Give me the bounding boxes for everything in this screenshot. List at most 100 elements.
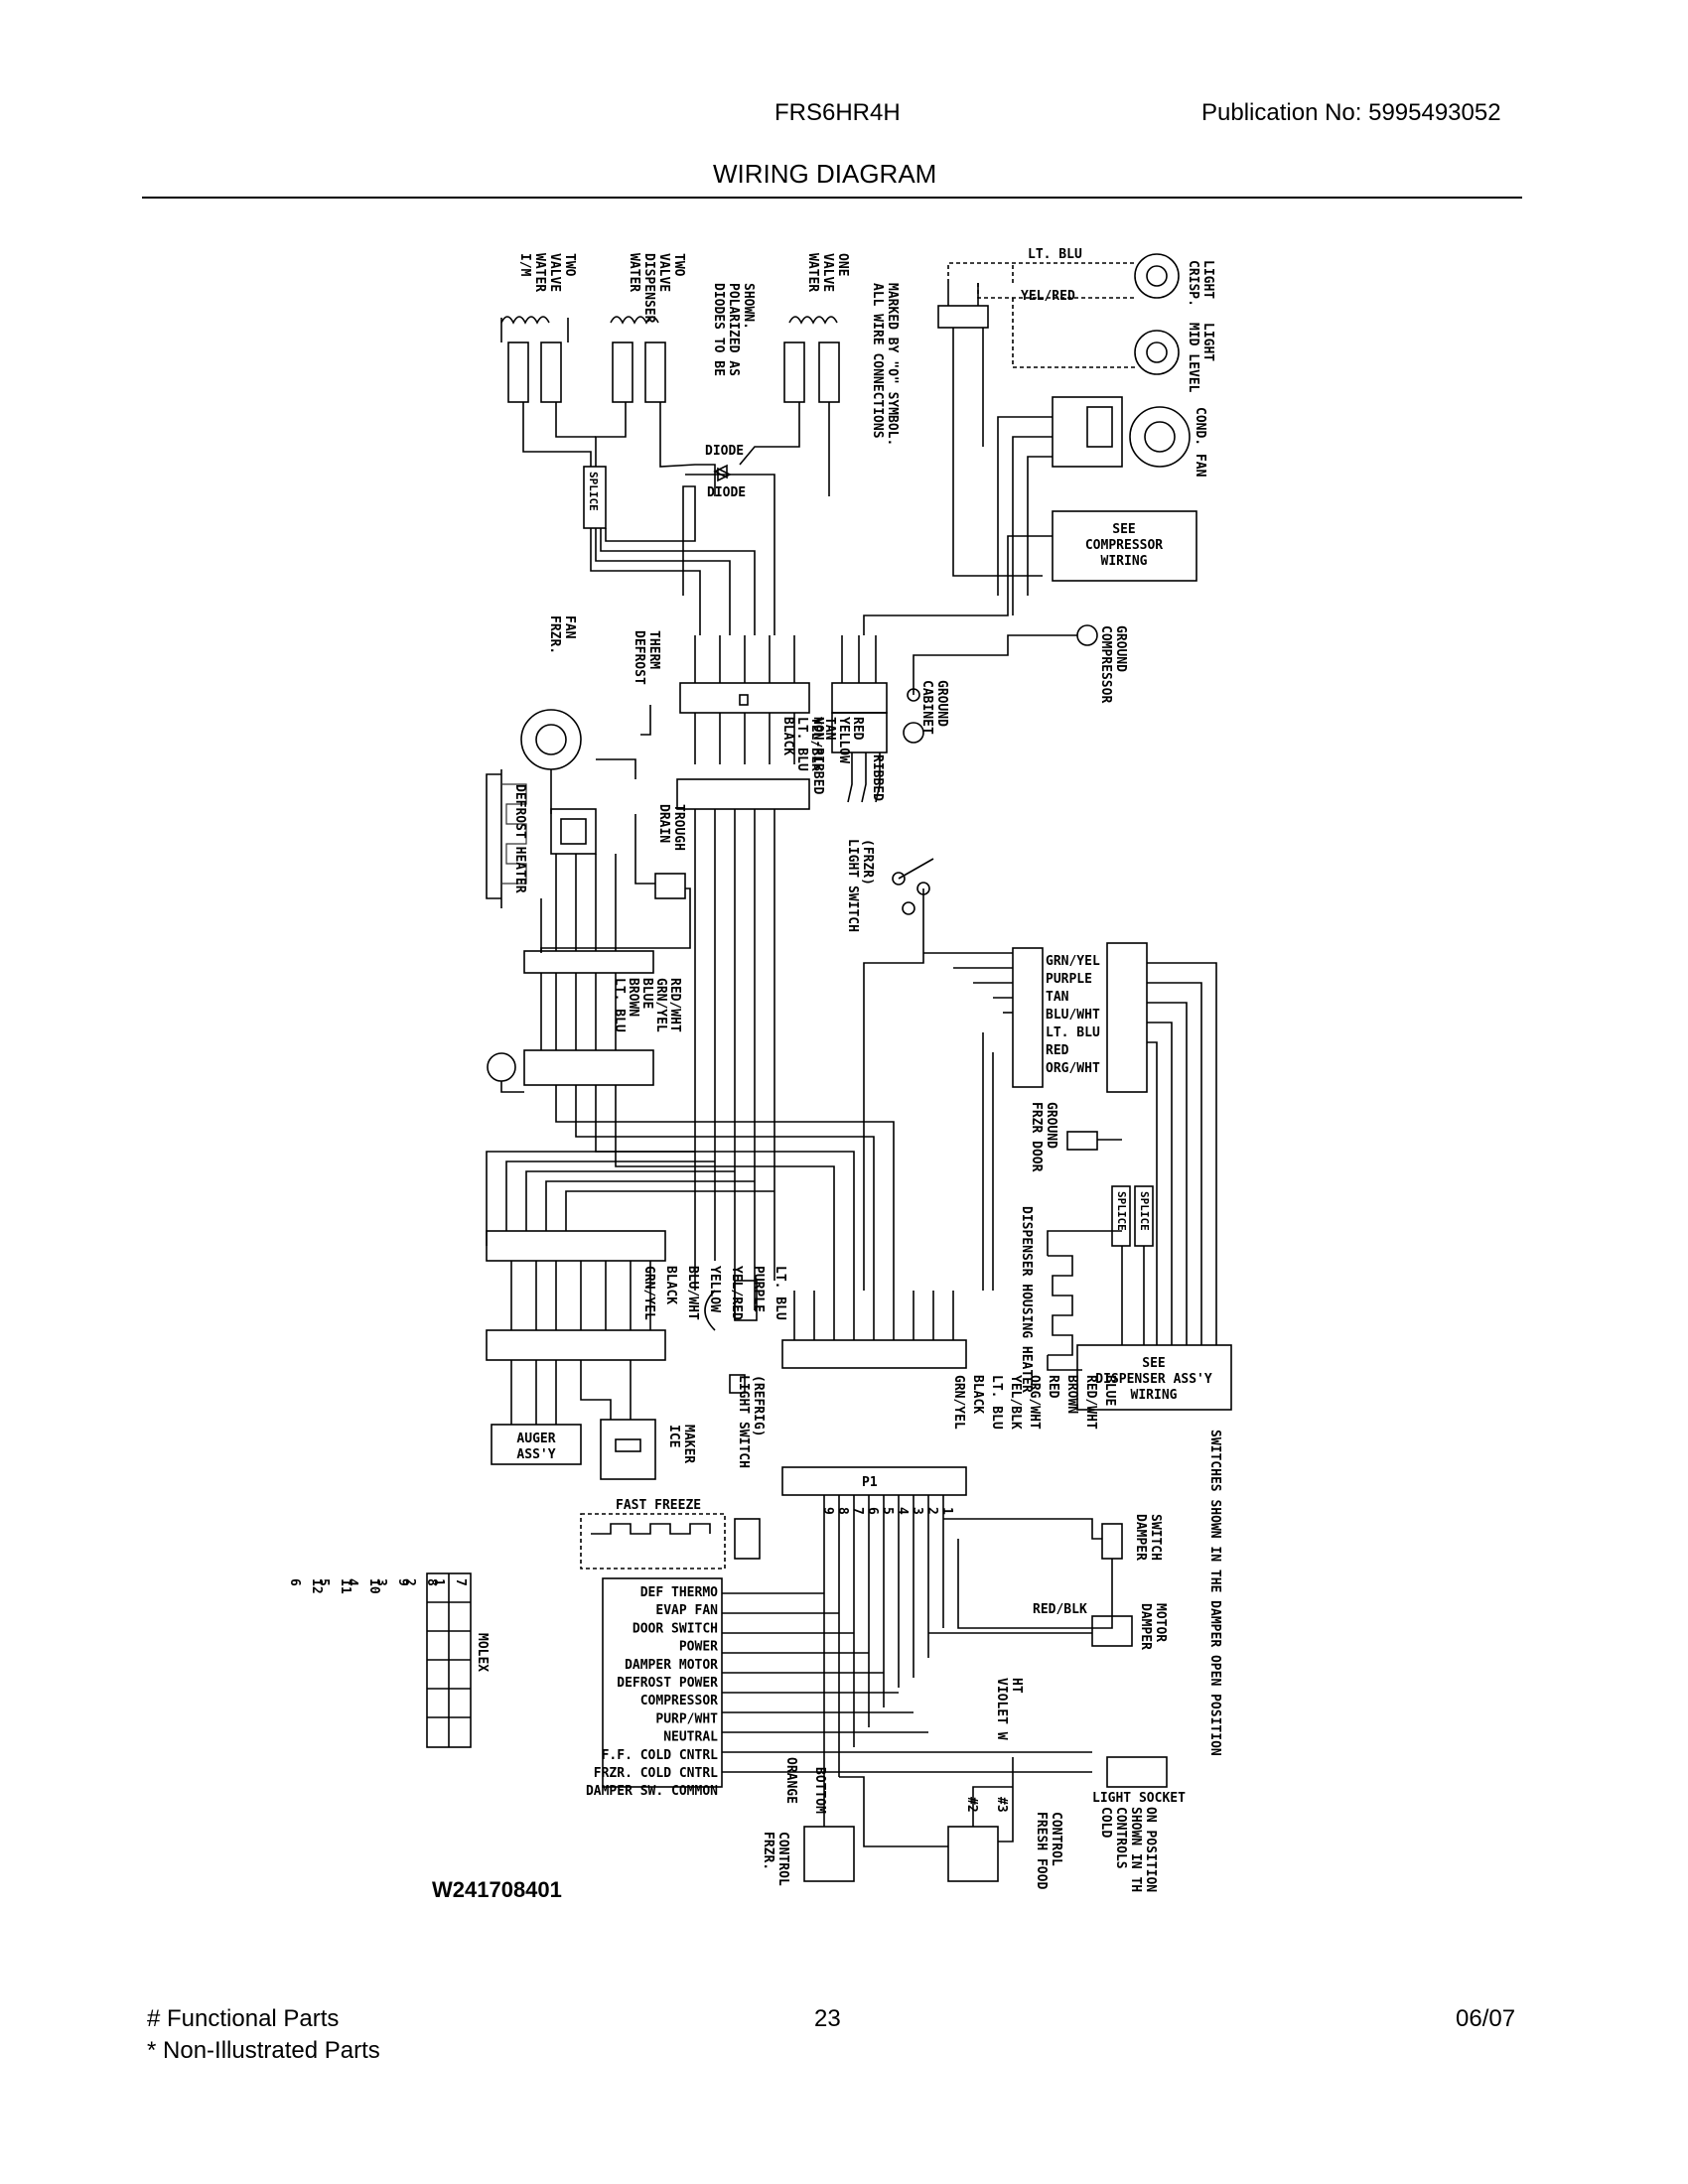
molex-bottom-pins-line: 4 xyxy=(345,1578,359,1586)
connector-block-2 xyxy=(831,682,888,714)
p1-pins-line: 7 xyxy=(850,1507,865,1515)
molex-bottom-pins-line: 3 xyxy=(373,1578,388,1586)
harness1-colors-line: YELLOW xyxy=(836,717,851,763)
harness2-colors-line: LT. BLU xyxy=(612,978,627,1032)
control-terminals-line: DEFROST POWER xyxy=(617,1676,718,1691)
drain-trough-label-line: TROUGH xyxy=(671,804,686,851)
see-dispenser-label-line: WIRING xyxy=(1131,1388,1178,1403)
harness2-colors-line: BLUE xyxy=(639,978,654,1009)
page-title: WIRING DIAGRAM xyxy=(713,159,937,189)
harness3-colors-line: BLACK xyxy=(663,1266,678,1304)
molex-bottom-pins-line: 1 xyxy=(431,1578,446,1586)
control-terminals-line: NEUTRAL xyxy=(663,1730,718,1745)
cabinet-ground-label: CABINETGROUND xyxy=(919,680,949,735)
footer-non-illustrated-parts: * Non-Illustrated Parts xyxy=(147,2037,380,2064)
door-connector-right xyxy=(1106,942,1148,1093)
im-valve-label-line: VALVE xyxy=(547,253,562,292)
fast-freeze-label: FAST FREEZE xyxy=(616,1498,701,1513)
light-switch-refrig-label-line: (REFRIG) xyxy=(751,1375,766,1437)
footer-functional-parts: # Functional Parts xyxy=(147,2005,340,2032)
publication-number: Publication No: 5995493052 xyxy=(1201,99,1501,126)
see-dispenser-box xyxy=(1076,1344,1232,1411)
lt-blu-label: LT. BLU xyxy=(1028,247,1082,262)
frzr-control-label-line: FRZR. xyxy=(761,1832,775,1870)
crisp-light-label-line: CRISP. xyxy=(1186,260,1200,307)
fast-freeze-box xyxy=(580,1513,726,1570)
frzr-door-ground-label-line: FRZR DOOR xyxy=(1029,1102,1044,1172)
frzr-fan-label: FRZR.FAN xyxy=(547,615,577,654)
connector-block-8 xyxy=(781,1339,967,1369)
ice-maker-label-line: MAKER xyxy=(681,1425,696,1463)
harness1-colors: BLACKLT. BLUYEL/BLKTANYELLOWRED xyxy=(780,717,865,771)
diode-label-2: DIODE xyxy=(707,485,746,500)
disp-valve-label-line: TWO xyxy=(671,253,686,277)
light-socket-label: LIGHT SOCKET xyxy=(1092,1791,1186,1806)
ground-icon-2 xyxy=(487,1052,516,1082)
see-dispenser-label-line: SEE xyxy=(1142,1356,1165,1371)
model-number: FRS6HR4H xyxy=(774,99,901,126)
bottom-label: BOTTOM xyxy=(812,1767,827,1814)
see-compressor-label-line: WIRING xyxy=(1101,554,1148,569)
connections-note-line: MARKED BY "O" SYMBOL. xyxy=(885,283,900,446)
control-terminals-line: POWER xyxy=(679,1640,718,1655)
orange-label: ORANGE xyxy=(783,1757,798,1804)
light-socket xyxy=(1106,1756,1168,1788)
frzr-control-label: FRZR.CONTROL xyxy=(761,1832,790,1886)
cabinet-ground-label-line: CABINET xyxy=(919,680,934,735)
connector-block-6 xyxy=(486,1230,666,1262)
molex-top-pins-line: 12 xyxy=(309,1578,324,1594)
pin3-label: #3 xyxy=(994,1797,1009,1813)
harness2-colors: LT. BLUBROWNBLUEGRN/YELRED/WHT xyxy=(612,978,682,1032)
cold-controls-label: COLDCONTROLSSHOWN IN THON POSITION xyxy=(1098,1807,1158,1892)
ice-maker xyxy=(600,1419,656,1480)
harness4-colors-line: BROWN xyxy=(1064,1375,1079,1414)
molex-top-pins-line: 8 xyxy=(424,1578,439,1586)
door-colors-line: TAN xyxy=(1046,990,1069,1005)
defrost-therm-label-line: THERM xyxy=(646,630,661,669)
molex-top-pins-line: 9 xyxy=(395,1578,410,1586)
defrost-heater-label: DEFROST HEATER xyxy=(512,784,527,893)
p1-pins-line: 1 xyxy=(939,1507,954,1515)
molex-bottom-pins-line: 2 xyxy=(402,1578,417,1586)
harness2-colors-line: BROWN xyxy=(626,978,640,1017)
im-valve-label: I/MWATERVALVETWO xyxy=(517,253,577,292)
defrost-therm-label-line: DEFROST xyxy=(632,630,646,685)
publication-date: 06/07 xyxy=(1456,2005,1516,2032)
drain-trough-icon xyxy=(654,873,686,899)
violet-wht-label-line: VIOLET W xyxy=(994,1678,1009,1740)
diodes-note-line: DIODES TO BE xyxy=(711,283,726,376)
p1-pins-line: 4 xyxy=(895,1507,910,1515)
disp-valve-label-line: WATER xyxy=(627,253,641,292)
molex-label: MOLEX xyxy=(475,1633,490,1672)
diodes-note-line: POLARIZED AS xyxy=(726,283,741,376)
ice-maker-label: ICEMAKER xyxy=(666,1425,696,1463)
harness4-colors-line: YEL/BLK xyxy=(1008,1375,1023,1430)
door-colors-line: RED xyxy=(1046,1043,1069,1058)
control-terminals-line: DEF THERMO xyxy=(640,1585,718,1600)
dispenser-heater-label: DISPENSER HOUSING HEATER xyxy=(1019,1206,1034,1393)
defrost-therm-label: DEFROSTTHERM xyxy=(632,630,661,685)
molex-top-pins: 789101112 xyxy=(309,1578,468,1594)
control-terminals-line: EVAP FAN xyxy=(655,1603,718,1618)
drawing-number: W241708401 xyxy=(432,1877,562,1902)
drain-trough-label-line: DRAIN xyxy=(656,804,671,843)
diodes-note: DIODES TO BEPOLARIZED ASSHOWN. xyxy=(711,283,756,376)
cabinet-ground-icon xyxy=(903,722,924,744)
ff-control-label: FRESH FOODCONTROL xyxy=(1034,1812,1063,1889)
connections-note-line: ALL WIRE CONNECTIONS xyxy=(870,283,885,439)
disp-valve-label: WATERDISPENSERVALVETWO xyxy=(627,253,686,324)
control-terminals-line: DAMPER MOTOR xyxy=(625,1658,718,1673)
molex-top-pins-line: 7 xyxy=(453,1578,468,1586)
connections-note: ALL WIRE CONNECTIONSMARKED BY "O" SYMBOL… xyxy=(870,283,900,446)
harness4-colors-line: BLUE xyxy=(1102,1375,1117,1406)
p1-pins: 123456789 xyxy=(820,1507,954,1515)
harness1-colors-line: LT. BLU xyxy=(794,717,809,771)
water-valve-one-label-line: VALVE xyxy=(820,253,835,292)
diode-label-1: DIODE xyxy=(705,444,744,459)
